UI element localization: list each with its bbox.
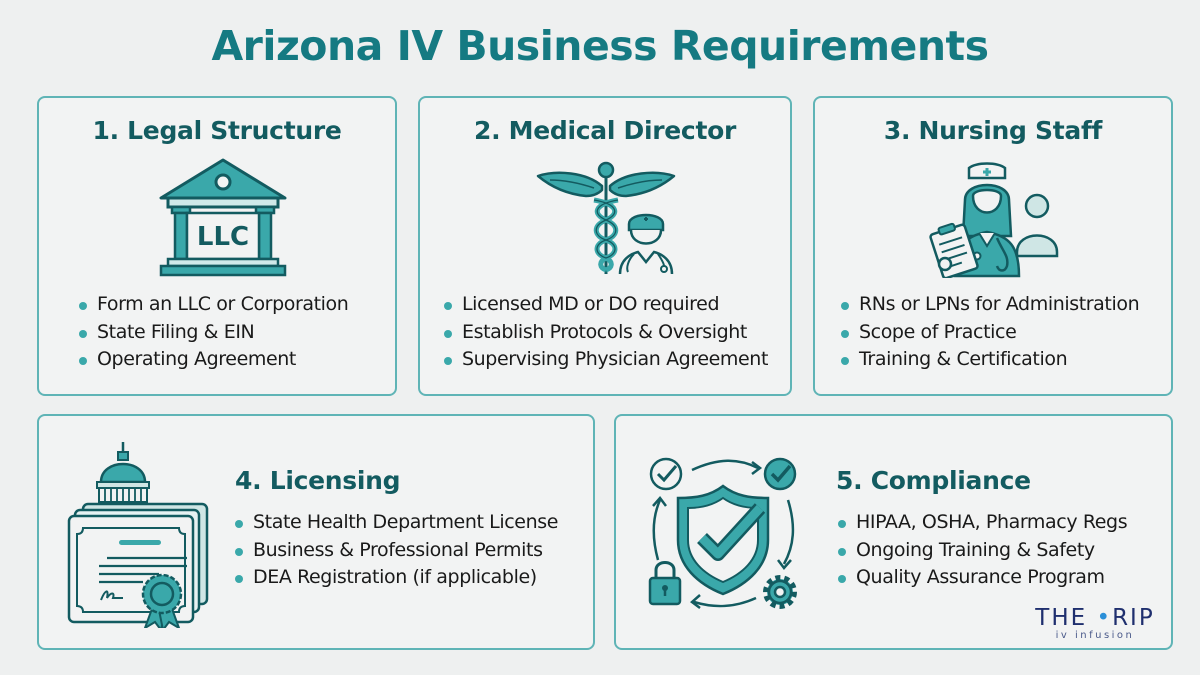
panel-legal-structure: 1. Legal Structure LLC Form an LLC or Co… — [37, 96, 397, 396]
bullet-item: HIPAA, OSHA, Pharmacy Regs — [838, 509, 1128, 537]
bullet-list: Form an LLC or Corporation State Filing … — [79, 291, 349, 374]
logo-tagline: iv infusion — [1055, 630, 1135, 641]
bullet-list: State Health Department License Business… — [235, 509, 558, 592]
panel-title: 4. Licensing — [235, 466, 401, 495]
courthouse-llc-icon: LLC — [159, 158, 287, 277]
bullet-item: Training & Certification — [841, 346, 1139, 374]
logo-text-the: THE — [1035, 605, 1097, 631]
bullet-item: DEA Registration (if applicable) — [235, 564, 558, 592]
bullet-item: Operating Agreement — [79, 346, 348, 374]
page-title: Arizona IV Business Requirements — [211, 22, 989, 70]
bullet-list: Licensed MD or DO required Establish Pro… — [444, 291, 768, 374]
bullet-item: State Filing & EIN — [79, 319, 348, 347]
bullet-item: Quality Assurance Program — [838, 564, 1127, 592]
bullet-item: State Health Department License — [235, 509, 558, 537]
panel-compliance: 5. Compliance HIPAA, OSHA, Pharmacy Regs… — [614, 414, 1173, 650]
caduceus-doctor-icon — [536, 161, 676, 275]
panel-title: 1. Legal Structure — [92, 116, 342, 145]
logo-wordmark: THE •RIP — [1022, 606, 1168, 630]
panel-medical-director: 2. Medical Director Licensed MD or DO re… — [418, 96, 792, 396]
bullet-item: Supervising Physician Agreement — [444, 346, 768, 374]
bullet-list: RNs or LPNs for Administration Scope of … — [841, 291, 1140, 374]
shield-check-cycle-icon — [648, 457, 797, 609]
bullet-item: Licensed MD or DO required — [444, 291, 768, 319]
bullet-item: Business & Professional Permits — [235, 537, 558, 565]
bullet-item: Form an LLC or Corporation — [79, 291, 349, 319]
bullet-item: Scope of Practice — [841, 319, 1139, 347]
panel-title: 2. Medical Director — [473, 116, 737, 145]
bullet-item: Establish Protocols & Oversight — [444, 319, 768, 347]
panel-nursing-staff: 3. Nursing Staff RNs or LPNs for Adminis… — [813, 96, 1173, 396]
nurse-clipboard-icon — [929, 162, 1059, 278]
svg-text:LLC: LLC — [197, 222, 249, 252]
bullet-item: RNs or LPNs for Administration — [841, 291, 1140, 319]
drip-dot-icon: • — [1096, 605, 1113, 631]
brand-logo: THE •RIP iv infusion — [1022, 606, 1168, 642]
bullet-list: HIPAA, OSHA, Pharmacy Regs Ongoing Train… — [838, 509, 1128, 592]
panel-licensing: 4. Licensing State Health Department Lic… — [37, 414, 595, 650]
capitol-certificate-icon — [67, 442, 209, 628]
bullet-item: Ongoing Training & Safety — [838, 537, 1127, 565]
panel-title: 3. Nursing Staff — [883, 116, 1103, 145]
panel-title: 5. Compliance — [836, 466, 1031, 495]
logo-text-rip: RIP — [1112, 605, 1155, 631]
